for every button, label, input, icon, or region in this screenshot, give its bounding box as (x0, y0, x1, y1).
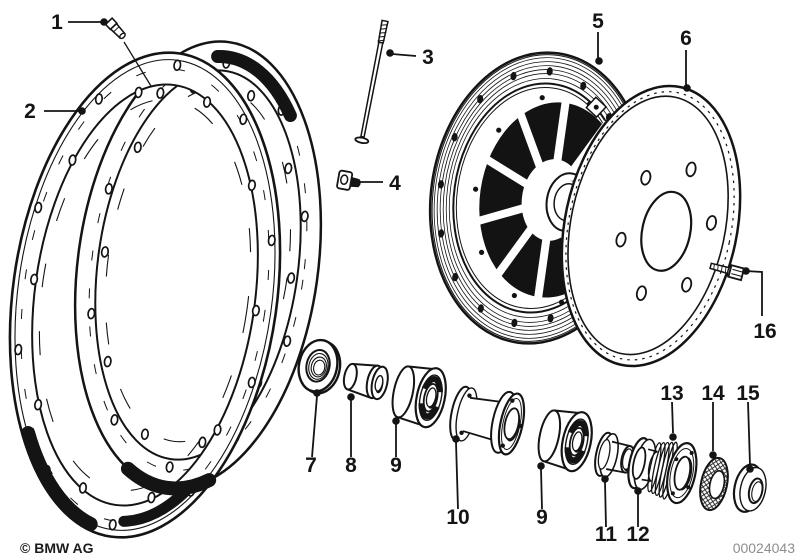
part-1-spoke-nipple[interactable] (104, 17, 128, 40)
document-number: 00024043 (733, 540, 796, 556)
callout-label-9b[interactable]: 9 (536, 506, 548, 529)
part-7-ring-nut[interactable] (294, 336, 345, 396)
callout-label-13[interactable]: 13 (660, 382, 683, 405)
callout-label-10[interactable]: 10 (446, 506, 469, 529)
callout-label-2[interactable]: 2 (24, 100, 36, 123)
callout-label-16[interactable]: 16 (753, 320, 776, 343)
disc-center-hole (640, 190, 693, 272)
callout-label-1[interactable]: 1 (51, 11, 63, 34)
part-13-threaded-ring[interactable] (644, 437, 701, 506)
part-16-hex-bolt[interactable] (709, 260, 746, 282)
part-15-seal-ring[interactable] (730, 462, 770, 515)
ring-pin-holes (670, 450, 694, 496)
copyright-notice: © BMW AG (20, 540, 94, 556)
drum-spoke-tab (585, 96, 608, 119)
callout-label-15[interactable]: 15 (736, 382, 760, 405)
part-8-spacer-bushing[interactable] (341, 359, 390, 401)
callout-label-11[interactable]: 11 (595, 523, 618, 546)
nut-thread (308, 352, 329, 380)
part-3-spoke[interactable] (354, 19, 392, 145)
callout-label-3[interactable]: 3 (422, 46, 434, 69)
nipple-leader-line (123, 41, 152, 87)
callout-label-5[interactable]: 5 (592, 10, 604, 33)
wheel-rim[interactable] (0, 25, 348, 555)
callout-label-8[interactable]: 8 (345, 454, 357, 477)
ring-thread-band (647, 441, 678, 500)
callout-label-7[interactable]: 7 (305, 454, 317, 477)
part-10-hub-spacer[interactable] (445, 381, 529, 457)
callout-label-6[interactable]: 6 (680, 27, 692, 50)
drum-rib-spokes (474, 96, 630, 304)
callout-leaders (44, 18, 763, 528)
part-14-knurled-ring[interactable] (696, 455, 732, 512)
part-6-cover-disc[interactable] (537, 69, 764, 383)
callout-label-12[interactable]: 12 (626, 523, 649, 546)
callout-label-14[interactable]: 14 (701, 382, 725, 405)
callout-label-9[interactable]: 9 (390, 454, 402, 477)
rim-front-flange (8, 51, 282, 539)
rim-shadow-crescents (21, 49, 297, 532)
callout-label-4[interactable]: 4 (389, 172, 401, 195)
disc-bolt-holes (615, 161, 718, 301)
